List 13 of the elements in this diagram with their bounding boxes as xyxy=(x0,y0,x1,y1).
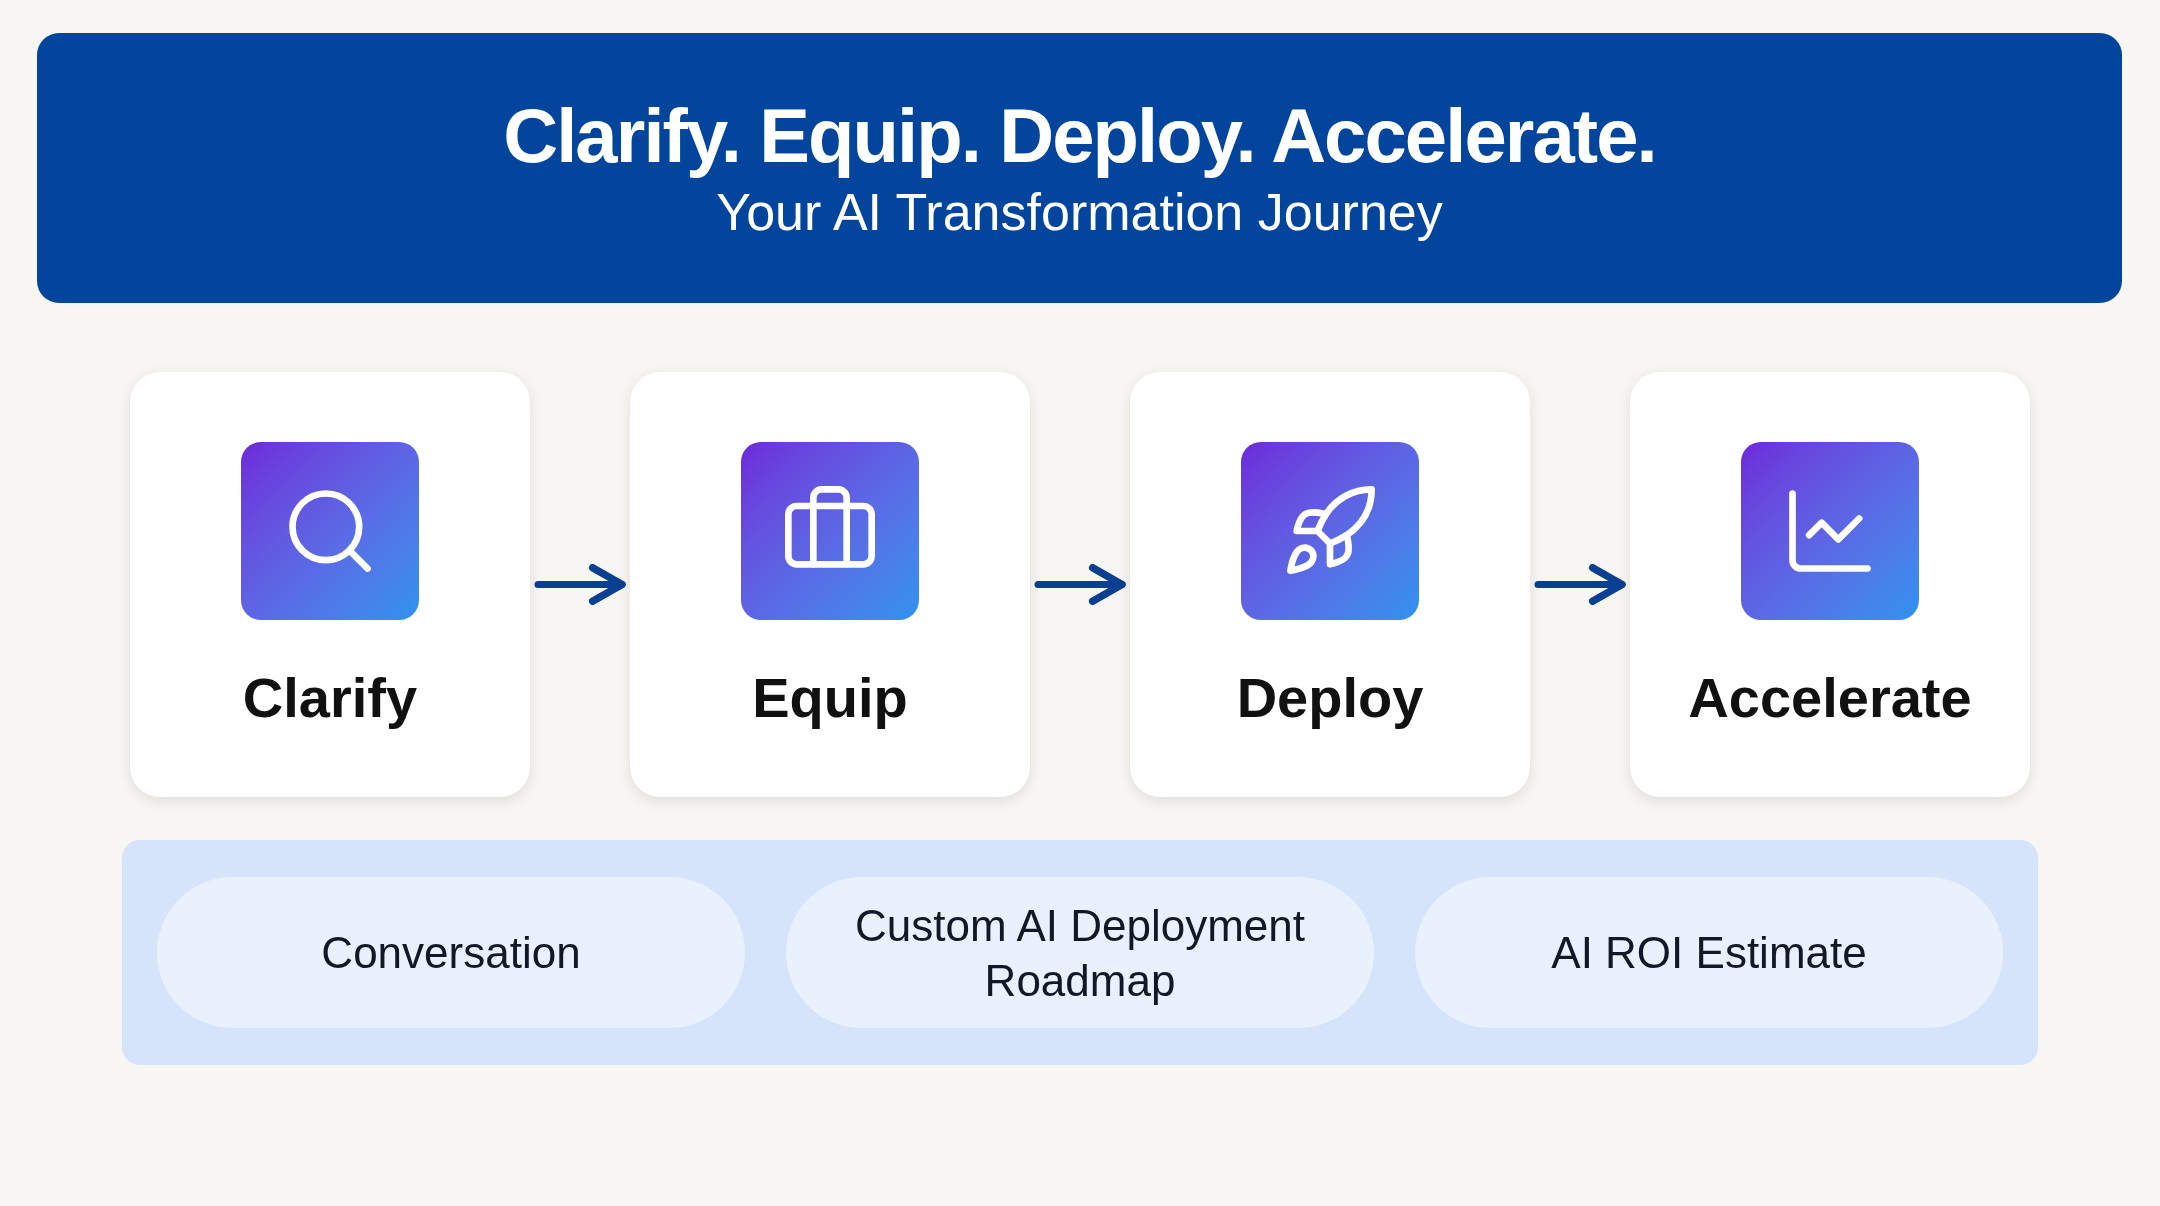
header-banner xyxy=(37,33,2122,303)
arrow xyxy=(1534,564,1626,605)
deliverable-text: AI ROI Estimate xyxy=(1551,927,1867,979)
deliverable-text: Conversation xyxy=(321,927,581,979)
step-card xyxy=(1630,372,2030,797)
deliverable-text: Custom AI Deployment Roadmap xyxy=(854,899,1306,1007)
step-title: Accelerate xyxy=(1688,670,1972,726)
step-card xyxy=(1130,372,1530,797)
step-card xyxy=(130,372,530,797)
arrow xyxy=(1034,564,1126,605)
arrow xyxy=(534,564,626,605)
step-card xyxy=(630,372,1030,797)
deliverables-panel xyxy=(122,840,2038,1065)
